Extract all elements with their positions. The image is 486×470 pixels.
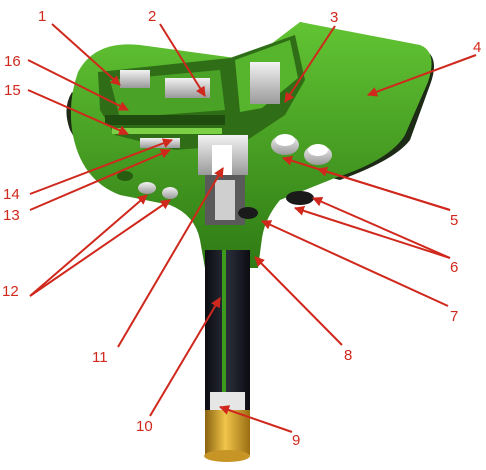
leader-line-6a [312, 197, 451, 259]
leader-line-2 [159, 23, 206, 97]
knob [271, 134, 299, 155]
leader-line-4 [367, 54, 477, 97]
button [117, 171, 133, 181]
leader-line-3 [284, 25, 336, 103]
leader-line-14 [29, 138, 173, 195]
callout-13: 13 [3, 207, 20, 224]
leader-line-12b [29, 199, 171, 297]
knob [304, 144, 332, 165]
indicator [238, 207, 258, 219]
leader-line-12a [29, 194, 148, 297]
circuit-board [112, 128, 222, 134]
gold-tip [205, 410, 250, 461]
callout-1: 1 [38, 8, 46, 25]
leader-line-6b [294, 206, 451, 259]
callout-15: 15 [4, 82, 21, 99]
leader-line-16 [27, 59, 129, 111]
shaft-core [222, 250, 226, 420]
callout-11: 11 [92, 349, 108, 366]
leader-line-9 [219, 405, 293, 433]
device-illustration [66, 22, 434, 462]
leader-line-5b [317, 166, 451, 211]
indicator [286, 191, 314, 205]
callout-12: 12 [2, 283, 19, 300]
connector-block [120, 70, 150, 88]
callout-16: 16 [4, 53, 21, 70]
callout-5: 5 [450, 212, 458, 229]
chip [140, 138, 180, 148]
callout-labels: 1 2 3 4 5 6 7 8 9 10 11 12 13 14 15 16 [2, 8, 481, 449]
leader-line-13 [29, 148, 171, 211]
leader-line-1 [51, 23, 121, 86]
callout-6: 6 [450, 259, 458, 276]
circuit-board [105, 115, 225, 125]
leader-line-15 [27, 89, 129, 135]
callout-14: 14 [3, 186, 20, 203]
leader-line-8 [254, 256, 343, 346]
callout-9: 9 [292, 432, 300, 449]
leader-line-11 [117, 167, 224, 348]
leader-line-7 [261, 220, 449, 307]
gold-tip-rim [204, 450, 250, 462]
callout-3: 3 [330, 9, 338, 26]
metal-bracket [250, 62, 280, 104]
leader-line-10 [149, 297, 221, 417]
button [138, 182, 156, 194]
callout-2: 2 [148, 8, 156, 25]
callout-7: 7 [450, 308, 458, 325]
shaft-tip-light [210, 392, 245, 410]
callout-8: 8 [344, 347, 352, 364]
callout-10: 10 [136, 418, 153, 435]
neck-internals [215, 180, 235, 220]
leader-lines [27, 23, 477, 433]
button [162, 187, 178, 199]
callout-4: 4 [473, 39, 481, 56]
